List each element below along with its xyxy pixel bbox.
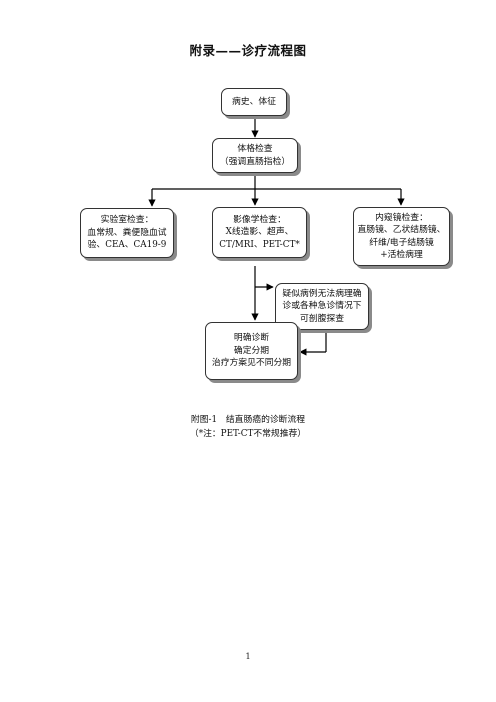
box-text-line: 疑似病例无法病理确 bbox=[282, 288, 362, 299]
box-text-line: 实验室检查： bbox=[100, 215, 154, 226]
box-text-line: 影像学检查： bbox=[233, 214, 286, 225]
box-text-line: +活检病理 bbox=[380, 250, 423, 260]
box-text-line: 诊或各种急诊情况下 bbox=[282, 301, 362, 312]
box-lab-tests: 实验室检查：血常规、粪便隐血试验、CEA、CA19-9 bbox=[80, 208, 174, 258]
box-text-line: X线造影、超声、 bbox=[225, 227, 294, 238]
figure-note: （*注：PET-CT不常规推荐） bbox=[189, 429, 307, 439]
box-text-line: 血常规、粪便隐血试 bbox=[87, 227, 167, 238]
box-text-line: 治疗方案见不同分期 bbox=[211, 358, 292, 369]
box-text-line: 可剖腹探查 bbox=[300, 313, 344, 324]
box-text-line: 验、CEA、CA19-9 bbox=[87, 240, 167, 251]
box-text-line: 体格检查 bbox=[237, 144, 273, 154]
box-text-line: 内窥镜检查： bbox=[375, 212, 428, 223]
box-text-line: 确定分期 bbox=[233, 345, 270, 356]
box-imaging: 影像学检查： X线造影、超声、CT/MRI、PET-CT* bbox=[212, 207, 307, 258]
page-title: 附录——诊疗流程图 bbox=[189, 43, 307, 58]
box-diagnosis: 明确诊断确定分期治疗方案见不同分期 bbox=[205, 322, 298, 380]
box-text-line: （强调直肠指检） bbox=[219, 156, 291, 167]
figure-caption: 附图-1 结直肠癌的诊断流程 bbox=[190, 415, 306, 425]
page-number: 1 bbox=[245, 652, 251, 661]
box-text-line: 病史、体征 bbox=[232, 96, 276, 107]
box-text-line: CT/MRI、PET-CT* bbox=[219, 239, 300, 250]
box-endoscopy: 内窥镜检查： 直肠镜、乙状结肠镜、纤维/电子结肠镜 +活检病理 bbox=[353, 207, 450, 266]
box-text-line: 纤维/电子结肠镜 bbox=[369, 237, 434, 248]
box-physical-exam: 体格检查 （强调直肠指检） bbox=[212, 138, 298, 173]
box-text-line: 直肠镜、乙状结肠镜、 bbox=[357, 225, 446, 235]
box-text-line: 明确诊断 bbox=[233, 333, 270, 344]
box-history: 病史、体征 bbox=[221, 88, 287, 116]
